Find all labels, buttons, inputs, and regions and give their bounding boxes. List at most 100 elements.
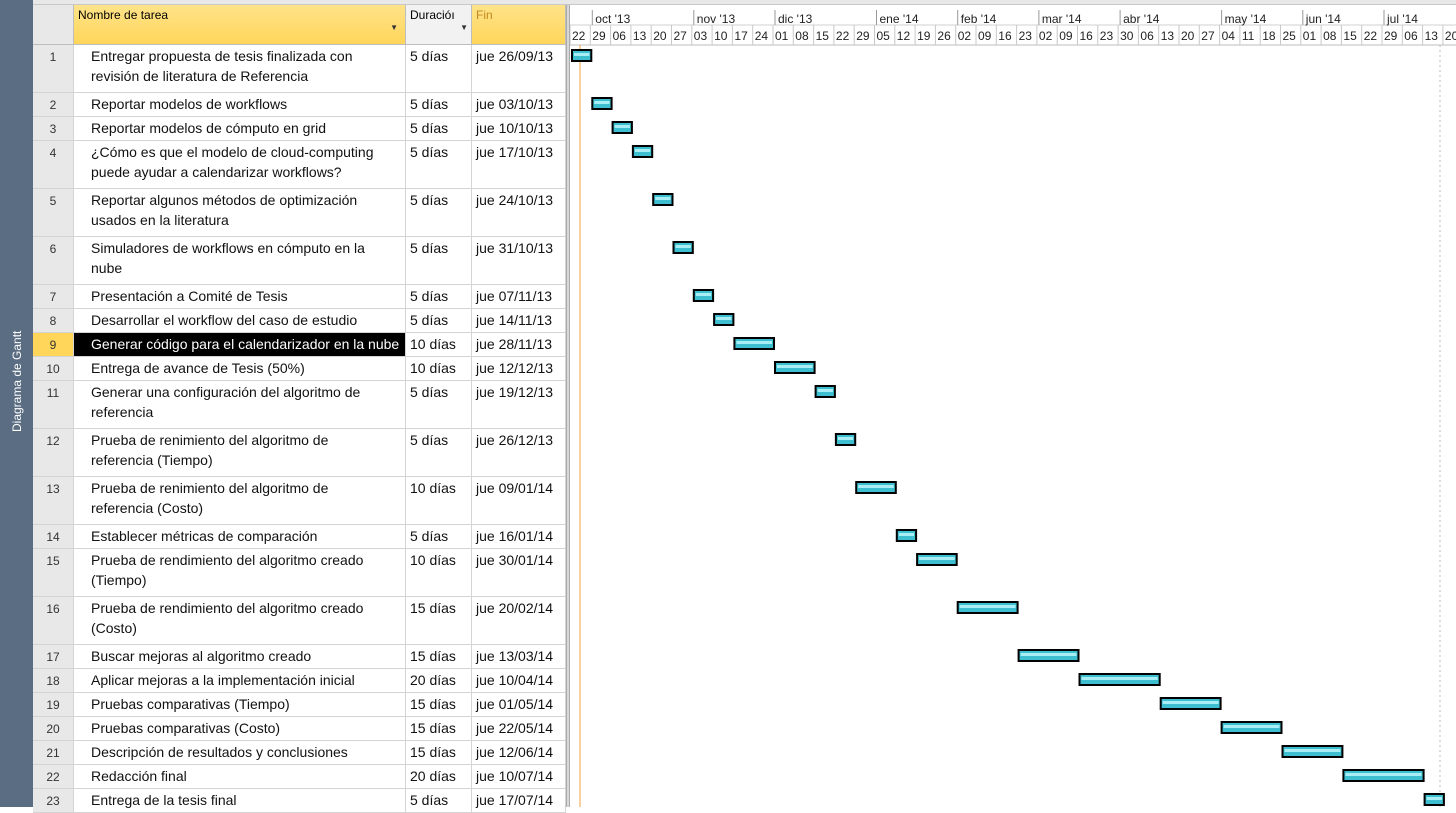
row-number[interactable]: 1 <box>33 45 74 93</box>
row-number[interactable]: 6 <box>33 237 74 285</box>
finish-cell[interactable]: jue 30/01/14 <box>472 549 566 597</box>
row-number[interactable]: 20 <box>33 717 74 741</box>
duration-cell[interactable]: 15 días <box>406 597 472 645</box>
row-number[interactable]: 2 <box>33 93 74 117</box>
finish-cell[interactable]: jue 10/10/13 <box>472 117 566 141</box>
task-name-cell[interactable]: Establecer métricas de comparación <box>74 525 406 549</box>
task-name-cell[interactable]: Generar una configuración del algoritmo … <box>74 381 406 429</box>
duration-cell[interactable]: 5 días <box>406 237 472 285</box>
finish-cell[interactable]: jue 12/06/14 <box>472 741 566 765</box>
task-name-header[interactable]: Nombre de tarea ▼ <box>74 5 406 45</box>
row-number[interactable]: 12 <box>33 429 74 477</box>
row-number[interactable]: 18 <box>33 669 74 693</box>
task-name-cell[interactable]: Entrega de la tesis final <box>74 789 406 813</box>
finish-cell[interactable]: jue 16/01/14 <box>472 525 566 549</box>
finish-cell[interactable]: jue 10/07/14 <box>472 765 566 789</box>
table-row[interactable]: 4¿Cómo es que el modelo de cloud-computi… <box>33 141 566 189</box>
finish-cell[interactable]: jue 14/11/13 <box>472 309 566 333</box>
duration-cell[interactable]: 5 días <box>406 189 472 237</box>
finish-cell[interactable]: jue 26/12/13 <box>472 429 566 477</box>
task-name-cell[interactable]: Buscar mejoras al algoritmo creado <box>74 645 406 669</box>
task-name-cell[interactable]: Prueba de rendimiento del algoritmo crea… <box>74 597 406 645</box>
task-name-cell[interactable]: Reportar modelos de cómputo en grid <box>74 117 406 141</box>
duration-cell[interactable]: 5 días <box>406 525 472 549</box>
row-number[interactable]: 9 <box>33 333 74 357</box>
task-name-cell[interactable]: Presentación a Comité de Tesis <box>74 285 406 309</box>
duration-cell[interactable]: 5 días <box>406 381 472 429</box>
finish-cell[interactable]: jue 19/12/13 <box>472 381 566 429</box>
duration-cell[interactable]: 5 días <box>406 117 472 141</box>
duration-cell[interactable]: 10 días <box>406 333 472 357</box>
task-name-cell[interactable]: ¿Cómo es que el modelo de cloud-computin… <box>74 141 406 189</box>
task-name-cell[interactable]: Entregar propuesta de tesis finalizada c… <box>74 45 406 93</box>
finish-cell[interactable]: jue 12/12/13 <box>472 357 566 381</box>
row-number[interactable]: 3 <box>33 117 74 141</box>
task-name-cell[interactable]: Aplicar mejoras a la implementación inic… <box>74 669 406 693</box>
duration-cell[interactable]: 5 días <box>406 141 472 189</box>
row-number[interactable]: 13 <box>33 477 74 525</box>
duration-cell[interactable]: 5 días <box>406 285 472 309</box>
finish-cell[interactable]: jue 28/11/13 <box>472 333 566 357</box>
finish-cell[interactable]: jue 26/09/13 <box>472 45 566 93</box>
row-number[interactable]: 15 <box>33 549 74 597</box>
task-name-cell[interactable]: Redacción final <box>74 765 406 789</box>
row-number[interactable]: 8 <box>33 309 74 333</box>
finish-cell[interactable]: jue 24/10/13 <box>472 189 566 237</box>
duration-cell[interactable]: 15 días <box>406 693 472 717</box>
row-number-header[interactable] <box>33 5 74 45</box>
finish-cell[interactable]: jue 07/11/13 <box>472 285 566 309</box>
row-number[interactable]: 7 <box>33 285 74 309</box>
row-number[interactable]: 10 <box>33 357 74 381</box>
chevron-down-icon[interactable]: ▼ <box>460 23 468 32</box>
task-name-cell[interactable]: Pruebas comparativas (Costo) <box>74 717 406 741</box>
duration-cell[interactable]: 10 días <box>406 477 472 525</box>
task-name-cell[interactable]: Prueba de rendimiento del algoritmo crea… <box>74 549 406 597</box>
row-number[interactable]: 17 <box>33 645 74 669</box>
duration-cell[interactable]: 15 días <box>406 717 472 741</box>
row-number[interactable]: 4 <box>33 141 74 189</box>
finish-cell[interactable]: jue 17/10/13 <box>472 141 566 189</box>
row-number[interactable]: 14 <box>33 525 74 549</box>
task-name-cell[interactable]: Generar código para el calendarizador en… <box>74 333 406 357</box>
duration-cell[interactable]: 5 días <box>406 309 472 333</box>
task-name-cell[interactable]: Simuladores de workflows en cómputo en l… <box>74 237 406 285</box>
finish-cell[interactable]: jue 22/05/14 <box>472 717 566 741</box>
row-number[interactable]: 19 <box>33 693 74 717</box>
task-name-cell[interactable]: Reportar modelos de workflows <box>74 93 406 117</box>
duration-cell[interactable]: 20 días <box>406 669 472 693</box>
finish-header[interactable]: Fin <box>472 5 566 45</box>
duration-cell[interactable]: 15 días <box>406 645 472 669</box>
duration-cell[interactable]: 20 días <box>406 765 472 789</box>
duration-cell[interactable]: 5 días <box>406 429 472 477</box>
finish-cell[interactable]: jue 03/10/13 <box>472 93 566 117</box>
duration-header[interactable]: Duracióı ▼ <box>406 5 472 45</box>
row-number[interactable]: 16 <box>33 597 74 645</box>
task-name-cell[interactable]: Reportar algunos métodos de optimización… <box>74 189 406 237</box>
task-name-cell[interactable]: Descripción de resultados y conclusiones <box>74 741 406 765</box>
chevron-down-icon[interactable]: ▼ <box>390 23 398 32</box>
duration-cell[interactable]: 5 días <box>406 789 472 813</box>
row-number[interactable]: 21 <box>33 741 74 765</box>
finish-cell[interactable]: jue 17/07/14 <box>472 789 566 813</box>
